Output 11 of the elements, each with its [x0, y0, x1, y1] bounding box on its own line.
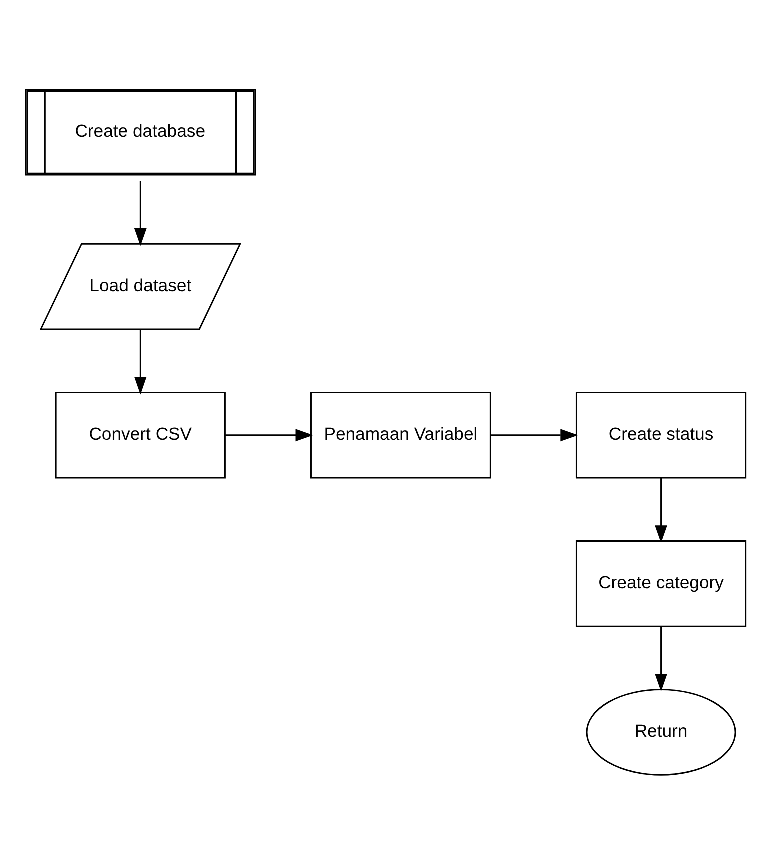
- arrow: [655, 626, 668, 692]
- arrow: [134, 180, 147, 246]
- node-ellipse: Return: [586, 688, 736, 776]
- node-box: Convert CSV: [55, 392, 226, 478]
- arrow: [490, 428, 578, 442]
- arrow: [655, 478, 668, 543]
- arrow: [226, 428, 314, 442]
- node-box: Create status: [576, 392, 747, 478]
- node-box: Penamaan Variabel: [310, 392, 492, 478]
- arrow: [134, 329, 147, 394]
- node-box: Create category: [576, 540, 747, 627]
